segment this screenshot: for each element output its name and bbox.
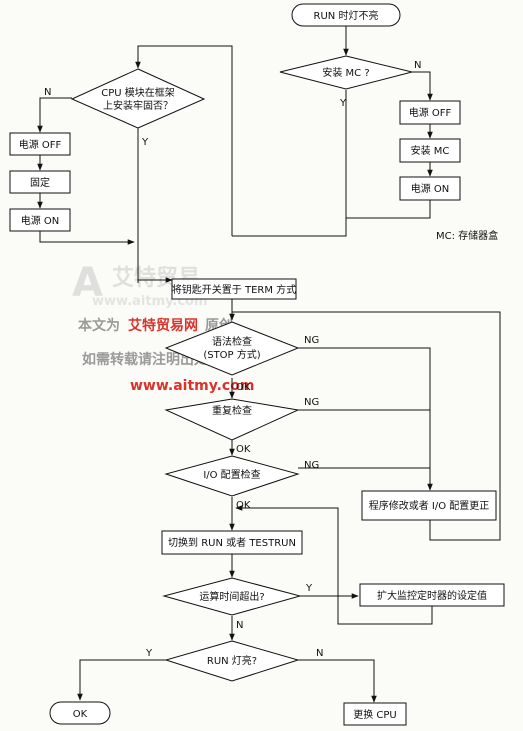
power-on-left-box bbox=[9, 208, 71, 232]
program-fix-box bbox=[361, 490, 497, 521]
timeout-n-label: N bbox=[236, 620, 243, 631]
duplicate-check-decision bbox=[164, 398, 300, 441]
io-ng-label: NG bbox=[304, 460, 319, 471]
install-mc-n-label: N bbox=[414, 60, 421, 71]
fix-box bbox=[9, 170, 71, 194]
cpu-mounted-decision bbox=[70, 68, 206, 129]
ok-terminal-label: OK bbox=[73, 709, 88, 720]
syntax-ng-label: NG bbox=[304, 335, 319, 346]
cpu-n-label: N bbox=[44, 87, 51, 98]
power-on-right-label: 电源 ON bbox=[411, 182, 450, 195]
mc-note: MC: 存储器盒 bbox=[436, 229, 498, 242]
watermark-logo-a: A bbox=[72, 260, 103, 306]
power-on-right-box bbox=[399, 176, 461, 201]
switch-run-label: 切换到 RUN 或者 TESTRUN bbox=[168, 536, 296, 549]
timeout-y-label: Y bbox=[305, 583, 313, 594]
install-mc-action-label: 安装 MC bbox=[411, 144, 450, 157]
syntax-ok-label: OK bbox=[236, 382, 251, 393]
fix-label: 固定 bbox=[30, 176, 50, 189]
install-mc-label: 安装 MC ? bbox=[322, 66, 369, 79]
duplicate-check-label: 重复检查 bbox=[212, 404, 252, 417]
power-off-right-box bbox=[399, 100, 461, 125]
io-check-label: I/O 配置检查 bbox=[203, 468, 260, 481]
start-label: RUN 时灯不亮 bbox=[314, 9, 379, 22]
timeout-label: 运算时间超出? bbox=[199, 590, 264, 603]
watermark-url2: www.aitmy.com bbox=[130, 378, 254, 394]
key-switch-box bbox=[171, 278, 297, 300]
replace-cpu-label: 更换 CPU bbox=[353, 708, 397, 721]
replace-cpu-box bbox=[343, 702, 407, 726]
run-lit-n-label: N bbox=[316, 648, 323, 659]
run-lit-label: RUN 灯亮? bbox=[207, 654, 257, 667]
expand-timer-label: 扩大监控定时器的设定值 bbox=[377, 589, 487, 602]
install-mc-y-label: Y bbox=[339, 98, 347, 109]
watermark-line2: 如需转载请注明出处 bbox=[82, 351, 209, 368]
key-switch-label: 将钥匙开关置于 TERM 方式 bbox=[172, 283, 296, 296]
cpu-y-label: Y bbox=[141, 137, 149, 148]
power-on-left-label: 电源 ON bbox=[21, 214, 60, 227]
power-off-right-label: 电源 OFF bbox=[409, 106, 452, 119]
expand-timer-box bbox=[359, 583, 505, 607]
watermark-line1-a: 本文为 bbox=[78, 317, 120, 334]
syntax-check-line1: 语法检查 bbox=[212, 335, 252, 348]
power-off-left-label: 电源 OFF bbox=[19, 138, 62, 151]
syntax-check-line2: (STOP 方式) bbox=[203, 348, 260, 361]
timeout-decision bbox=[162, 577, 302, 616]
duplicate-ok-label: OK bbox=[236, 444, 251, 455]
io-ok-label: OK bbox=[236, 500, 251, 511]
ok-terminal bbox=[49, 701, 111, 725]
install-mc-box bbox=[399, 138, 461, 163]
run-lit-decision bbox=[164, 640, 300, 682]
start-terminal bbox=[291, 3, 401, 27]
io-check-decision bbox=[164, 455, 300, 497]
install-mc-decision bbox=[279, 55, 413, 90]
watermark-line1-b: 艾特贸易网 bbox=[128, 317, 198, 334]
program-fix-label: 程序修改或者 I/O 配置更正 bbox=[369, 499, 490, 512]
cpu-mounted-line2: 上安装牢固否？ bbox=[103, 99, 173, 112]
connectors bbox=[37, 26, 501, 703]
watermark: A 艾特贸易 www.aitmy.com bbox=[72, 260, 208, 309]
duplicate-ng-label: NG bbox=[304, 397, 319, 408]
switch-run-box bbox=[161, 530, 303, 555]
power-off-left-box bbox=[9, 132, 71, 156]
run-lit-y-label: Y bbox=[145, 648, 153, 659]
cpu-mounted-line1: CPU 模块在框架 bbox=[101, 86, 175, 99]
syntax-check-decision bbox=[164, 321, 300, 376]
